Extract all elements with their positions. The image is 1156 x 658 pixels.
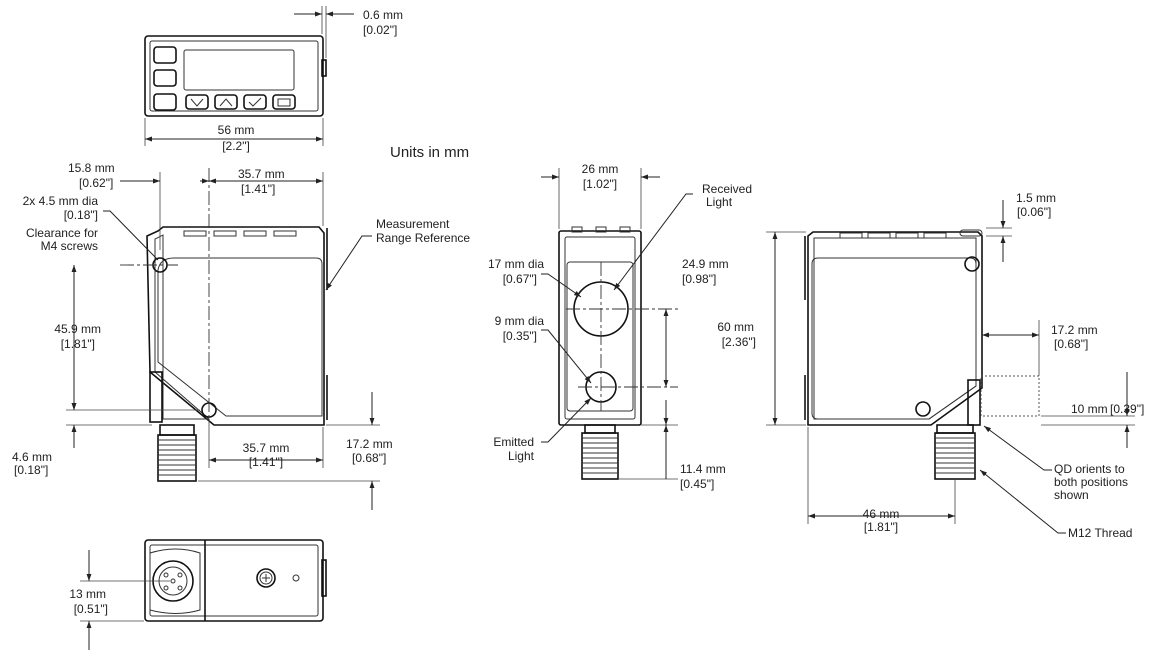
down-arrow-key — [185, 94, 209, 110]
key-button — [153, 46, 177, 64]
measurement-label: Range Reference — [376, 231, 470, 245]
alt-connector-position — [980, 375, 1040, 417]
bottom-depth-in: [0.51"] — [74, 602, 108, 616]
top-depth-mm: 0.6 mm — [363, 8, 403, 22]
hole-spacing-mm: 45.9 mm — [54, 322, 101, 336]
qd-label: shown — [1054, 488, 1089, 502]
connector-offset-in: [1.41"] — [249, 455, 283, 469]
bottom-offset-mm: 4.6 mm — [12, 450, 52, 464]
menu-key — [272, 94, 296, 110]
clearance-label: Clearance for — [26, 226, 98, 240]
emitted-label: Emitted — [493, 435, 534, 449]
big-lens-mm: 17 mm dia — [488, 257, 544, 271]
units-note: Units in mm — [390, 144, 469, 161]
mount-hole — [964, 256, 980, 272]
emitted-label: Light — [508, 449, 535, 463]
hole-spacing-in: [1.81"] — [61, 337, 95, 351]
height-mm: 60 mm — [717, 320, 754, 334]
connector-height-in: [0.39"] — [1110, 402, 1144, 416]
m12-connector — [581, 432, 619, 480]
connector-height-mm: 10 mm — [1071, 402, 1108, 416]
display-window — [183, 49, 295, 91]
front-width-in: [1.02"] — [583, 177, 617, 191]
check-key — [243, 94, 267, 110]
qd-label: QD orients to — [1054, 462, 1125, 476]
hole-offset-mm: 15.8 mm — [68, 161, 115, 175]
small-lens-in: [0.35"] — [503, 329, 537, 343]
front-bottom-in: [0.45"] — [680, 477, 714, 491]
up-arrow-key — [214, 94, 238, 110]
key-button — [153, 69, 177, 87]
top-width-in: [2.2"] — [222, 139, 250, 153]
connector-length-mm: 17.2 mm — [346, 437, 393, 451]
height-in: [2.36"] — [722, 335, 756, 349]
hole-edge-in: [1.41"] — [241, 182, 275, 196]
received-label: Received — [702, 182, 752, 196]
top-offset-in: [0.06"] — [1017, 205, 1051, 219]
hole-edge-mm: 35.7 mm — [238, 167, 285, 181]
big-lens-in: [0.67"] — [503, 272, 537, 286]
thread-label: M12 Thread — [1068, 526, 1132, 540]
top-view — [144, 6, 354, 146]
lens-spacing-in: [0.98"] — [682, 272, 716, 286]
connector-offset-mm: 35.7 mm — [243, 441, 290, 455]
adjust-knob — [256, 568, 276, 588]
connector-length-in: [0.68"] — [352, 451, 386, 465]
hole-offset-in: [0.62"] — [79, 176, 113, 190]
top-offset-mm: 1.5 mm — [1016, 191, 1056, 205]
bottom-offset-in: [0.18"] — [14, 463, 48, 477]
received-label: Light — [706, 195, 733, 209]
m12-connector — [157, 434, 197, 482]
front-view — [541, 168, 693, 480]
clearance-label: M4 screws — [41, 239, 98, 253]
measurement-label: Measurement — [376, 217, 450, 231]
side-view — [66, 168, 380, 510]
bottom-depth-mm: 13 mm — [69, 587, 106, 601]
bottom-view — [80, 539, 327, 650]
m12-connector — [934, 432, 976, 480]
top-width-mm: 56 mm — [218, 123, 255, 137]
top-depth-in: [0.02"] — [363, 23, 397, 37]
right-connector-length-in: [0.68"] — [1054, 337, 1088, 351]
lens-spacing-mm: 24.9 mm — [682, 257, 729, 271]
front-bottom-mm: 11.4 mm — [680, 462, 726, 476]
qd-label: both positions — [1054, 475, 1128, 489]
right-view — [766, 200, 1135, 534]
right-connector-length-mm: 17.2 mm — [1051, 323, 1098, 337]
hole-dia-in: [0.18"] — [64, 208, 98, 222]
hole-dia-mm: 2x 4.5 mm dia — [23, 194, 99, 208]
mount-hole — [915, 401, 931, 417]
right-offset-mm: 46 mm — [863, 507, 900, 521]
indicator-led — [292, 574, 300, 582]
right-offset-in: [1.81"] — [864, 520, 898, 534]
small-lens-mm: 9 mm dia — [495, 314, 545, 328]
key-button — [153, 93, 177, 111]
front-width-mm: 26 mm — [582, 162, 619, 176]
